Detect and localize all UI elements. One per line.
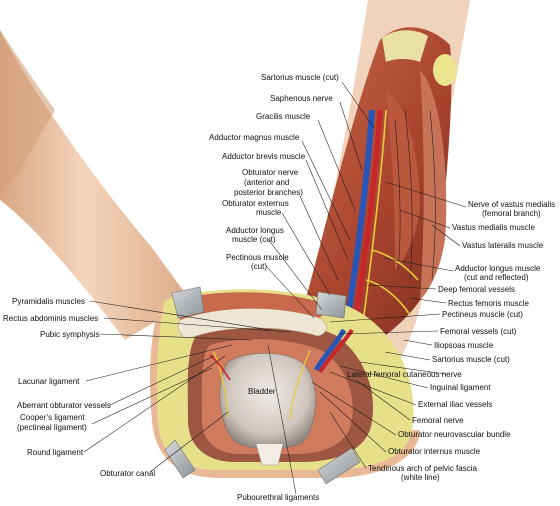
label-coopers-2: (pectineal ligament) — [17, 423, 87, 432]
external-iliac-vein — [313, 328, 347, 372]
label-obturator-canal: Obturator canal — [100, 469, 155, 478]
label-external-iliac: External iliac vessels — [418, 400, 492, 409]
obturator-neurovascular-shape — [213, 349, 311, 421]
label-vastus-lateralis: Vastus lateralis muscle — [462, 241, 544, 250]
label-obturator-bundle: Obturator neurovascular bundle — [398, 430, 511, 439]
label-pubourethral: Pubourethral ligaments — [237, 493, 319, 502]
retractor-top-right — [315, 291, 347, 319]
label-sartorius-cut-top: Sartorius muscle (cut) — [261, 73, 339, 82]
left-thigh — [0, 30, 190, 340]
retractor-top-left — [171, 286, 205, 319]
label-vastus-medialis: Vastus medialis muscle — [452, 223, 536, 232]
label-rectus-abdominis: Rectus abdominis muscles — [3, 314, 98, 323]
label-obturator-nerve-2: (anterior and — [244, 178, 289, 187]
left-thigh-shadow — [0, 30, 55, 200]
label-obturator-internus: Obturator internus muscle — [388, 447, 481, 456]
label-adductor-longus-right-2: (cut and reflected) — [464, 273, 529, 282]
label-adductor-magnus: Adductor magnus muscle — [209, 133, 300, 142]
label-sartorius-cut-bottom: Sartorius muscle (cut) — [432, 355, 510, 364]
bladder-shape — [219, 353, 316, 450]
label-pyramidalis: Pyramidalis muscles — [12, 297, 85, 306]
fat-pad-top — [433, 54, 457, 86]
label-inguinal: Inguinal ligament — [430, 383, 491, 392]
label-obturator-nerve-1: Obturator nerve — [242, 168, 299, 177]
label-coopers-1: Cooper’s ligament — [20, 413, 85, 422]
label-adductor-brevis: Adductor brevis muscle — [222, 152, 306, 161]
label-pectinous-2: (cut) — [251, 262, 267, 271]
muscle-striations — [394, 109, 436, 281]
retractor-bottom-right — [317, 447, 361, 485]
label-tendinous-2: (white line) — [401, 473, 440, 482]
label-pectinous-1: Pectinous muscle — [226, 253, 289, 262]
femoral-vein — [343, 109, 375, 331]
labels: Sartorius muscle (cut) Saphenous nerve G… — [3, 73, 555, 502]
femoral-nerve-branches — [361, 109, 419, 331]
label-aberrant-obturator: Aberrant obturator vessels — [17, 401, 111, 410]
label-lateral-femoral: Lateral femoral cutaneous nerve — [347, 370, 462, 379]
retractor-bottom-left — [164, 439, 196, 479]
label-obturator-externus-2: muscle — [256, 208, 282, 217]
pubourethral-ligaments-shape — [255, 443, 284, 466]
label-obturator-nerve-3: posterior branches) — [234, 188, 303, 197]
sartorius-cut-shape — [382, 30, 428, 62]
label-round-ligament: Round ligament — [27, 448, 84, 457]
label-femoral-vessels-cut: Femoral vessels (cut) — [440, 327, 517, 336]
label-nerve-vastus-1: Nerve of vastus medialis — [468, 200, 555, 209]
label-rectus-femoris: Rectus femoris muscle — [448, 299, 529, 308]
label-lacunar: Lacunar ligament — [18, 377, 80, 386]
label-adductor-longus-left-2: muscle (cut) — [232, 235, 276, 244]
vastus-medialis-shape — [385, 90, 420, 270]
label-deep-femoral: Deep femoral vessels — [438, 285, 515, 294]
label-iliopsoas: Iliopsoas muscle — [434, 341, 494, 350]
label-adductor-longus-left-1: Adductor longus — [226, 226, 284, 235]
label-obturator-externus-1: Obturator externus — [222, 199, 289, 208]
label-pubic-symphysis: Pubic symphysis — [40, 330, 100, 339]
label-tendinous-1: Tendinous arch of pelvic fascia — [368, 464, 478, 473]
label-pectineus-cut: Pectineus muscle (cut) — [442, 310, 523, 319]
label-femoral-nerve: Femoral nerve — [412, 416, 464, 425]
label-bladder: Bladder — [248, 387, 276, 396]
label-adductor-longus-right-1: Adductor longus muscle — [455, 264, 541, 273]
leader-lines — [83, 81, 467, 495]
vastus-lateralis-shape — [420, 70, 447, 300]
rectus-abdominis-shape — [175, 292, 330, 320]
label-saphenous-nerve: Saphenous nerve — [270, 94, 333, 103]
label-gracilis: Gracilis muscle — [256, 112, 311, 121]
femoral-artery — [351, 109, 383, 331]
label-nerve-vastus-2: (femoral branch) — [482, 209, 541, 218]
